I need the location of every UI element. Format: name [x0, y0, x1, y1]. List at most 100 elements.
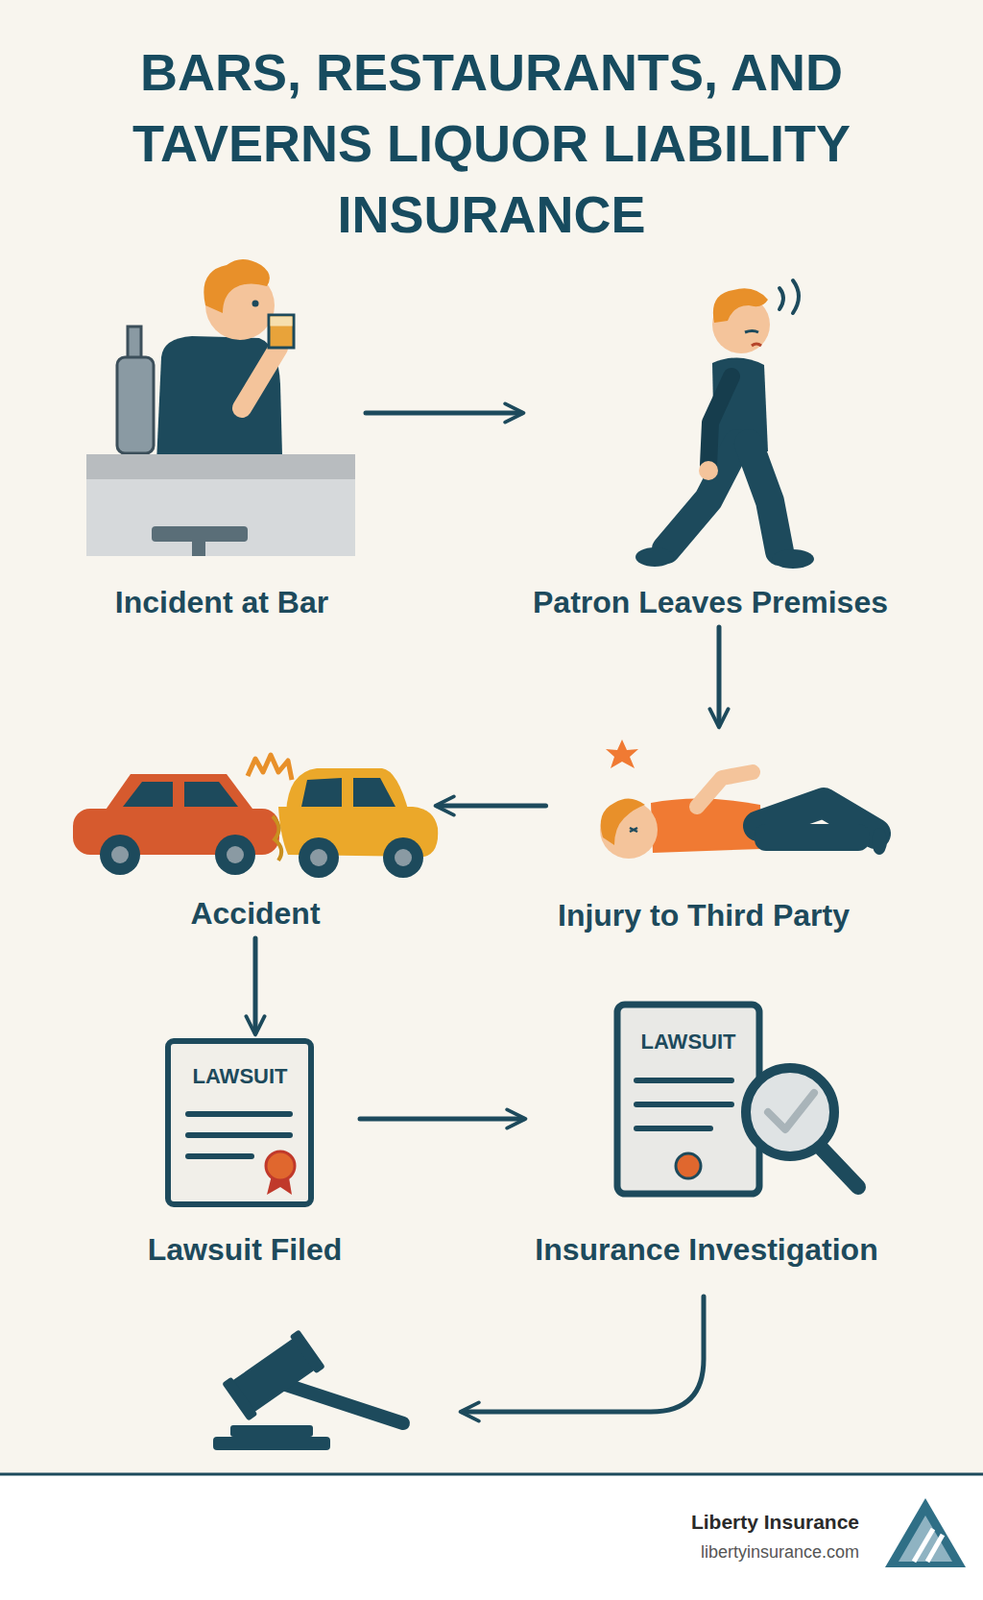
footer-band — [0, 1473, 983, 1600]
bar-icon-part — [203, 259, 270, 313]
injured-person-icon-part — [629, 827, 638, 832]
caption-row: Lawsuit Filed — [141, 1229, 349, 1269]
flow-arrow — [365, 410, 522, 416]
car-crash-icon-part — [99, 834, 141, 875]
injured-person-icon — [599, 739, 888, 859]
walking-patron-icon-part — [779, 287, 784, 310]
investigation-icon-part — [767, 1092, 815, 1129]
bar-icon-part — [86, 479, 356, 556]
lawsuit-document-icon-part — [188, 1110, 290, 1117]
injured-person-icon-part — [600, 797, 646, 845]
investigation-icon-part — [636, 1125, 711, 1131]
car-crash-icon-part — [226, 845, 244, 864]
car-crash-icon-part — [286, 767, 409, 813]
caption-row: Incident at Bar — [89, 582, 355, 622]
step-caption: Incident at Bar — [115, 582, 329, 622]
gavel-icon-part-part — [289, 1328, 326, 1373]
step-caption: Patron Leaves Premises — [532, 582, 888, 622]
bar-icon-part — [270, 316, 293, 327]
caption-row: Injury to Third Party — [557, 895, 851, 935]
car-crash-icon-part — [298, 837, 339, 878]
icon-space — [141, 1031, 349, 1230]
walking-patron-icon — [635, 280, 815, 569]
bar-icon-part — [252, 300, 260, 308]
flow-arrow — [253, 937, 259, 1032]
company-logo — [885, 1497, 966, 1567]
gavel-icon-part — [213, 1436, 331, 1450]
walking-patron-icon-part — [751, 343, 762, 346]
document-label: LAWSUIT — [592, 1029, 785, 1055]
car-crash-icon-part — [247, 754, 292, 780]
walking-patron-icon-part — [771, 549, 815, 569]
step-node: Injury to Third Party — [546, 724, 863, 940]
icon-space — [532, 273, 888, 583]
caption-row: Insurance Investigation — [534, 1229, 879, 1269]
car-crash-icon-part — [122, 781, 173, 807]
car-crash-icon-part — [353, 777, 396, 807]
footer-band-part — [0, 1472, 983, 1476]
step-node: Patron Leaves Premises — [521, 273, 900, 627]
step-node: Lawsuit Filed — [129, 1031, 360, 1274]
step-node: Accident — [72, 724, 438, 938]
car-crash-icon-part — [184, 781, 239, 807]
flow-arrow — [717, 626, 722, 725]
icon-space — [84, 724, 427, 894]
car-crash-icon-part — [272, 815, 282, 861]
investigation-icon-part — [636, 1101, 732, 1107]
flow-arrow — [437, 803, 547, 809]
title: BARS, RESTAURANTS, AND TAVERNS LIQUOR LI… — [40, 36, 943, 250]
lawsuit-document-icon-part — [188, 1152, 252, 1159]
car-crash-icon-part — [103, 773, 256, 813]
bar-icon-part — [268, 314, 294, 348]
walking-patron-icon-part — [698, 460, 719, 480]
investigation-icon-part — [745, 1067, 835, 1156]
step-caption: Lawsuit Filed — [147, 1229, 343, 1269]
walking-patron-icon-part — [744, 331, 759, 334]
injured-person-icon-part — [754, 823, 870, 851]
investigation-icon-part — [675, 1152, 701, 1178]
caption-row: Patron Leaves Premises — [532, 582, 888, 622]
lawsuit-document-icon-part — [188, 1131, 290, 1138]
company-name: Liberty Insurance — [571, 1509, 860, 1534]
bar-icon-part — [191, 541, 206, 556]
walking-patron-icon-part — [748, 443, 780, 552]
bar-icon-part — [86, 454, 356, 480]
investigation-icon-part — [821, 1148, 859, 1187]
company-logo-part — [927, 1534, 943, 1561]
gavel-icon-part — [230, 1424, 313, 1437]
walking-patron-icon-part — [635, 547, 674, 567]
gavel-icon-part — [221, 1328, 326, 1421]
car-crash-icon-part — [394, 848, 412, 866]
step-node: Insurance Investigation — [523, 998, 890, 1274]
walking-patron-icon-part — [708, 376, 732, 465]
injured-person-icon-part — [605, 739, 639, 768]
step-node: Incident at Bar — [77, 263, 366, 627]
icon-space — [557, 724, 851, 896]
step-caption: Injury to Third Party — [557, 895, 850, 935]
company-logo-part — [898, 1514, 953, 1561]
car-crash-icon-part — [111, 845, 129, 864]
footer-band-part — [0, 1474, 983, 1600]
car-crash-icon-part — [215, 834, 256, 875]
document-label: LAWSUIT — [143, 1063, 336, 1089]
company-logo-part — [885, 1497, 966, 1567]
car-crash-icon-part — [310, 848, 328, 866]
website: libertyinsurance.com — [571, 1541, 860, 1563]
bar-icon-part — [151, 526, 248, 542]
caption-row: Accident — [84, 893, 427, 933]
lawsuit-document-icon-part — [265, 1150, 295, 1180]
walking-patron-icon-part — [713, 287, 768, 323]
icon-space — [89, 263, 355, 583]
step-caption: Accident — [190, 893, 320, 933]
icon-space — [534, 998, 879, 1230]
injured-person-icon-part — [871, 827, 888, 855]
investigation-icon-part — [636, 1077, 732, 1083]
injured-person-icon-part — [696, 771, 753, 807]
verdict-arrow — [462, 1295, 704, 1412]
flow-arrow — [359, 1116, 524, 1122]
car-crash-icon — [72, 754, 438, 878]
car-crash-icon-part — [383, 837, 424, 878]
bar-icon — [86, 259, 356, 556]
bar-icon-part — [117, 357, 154, 454]
